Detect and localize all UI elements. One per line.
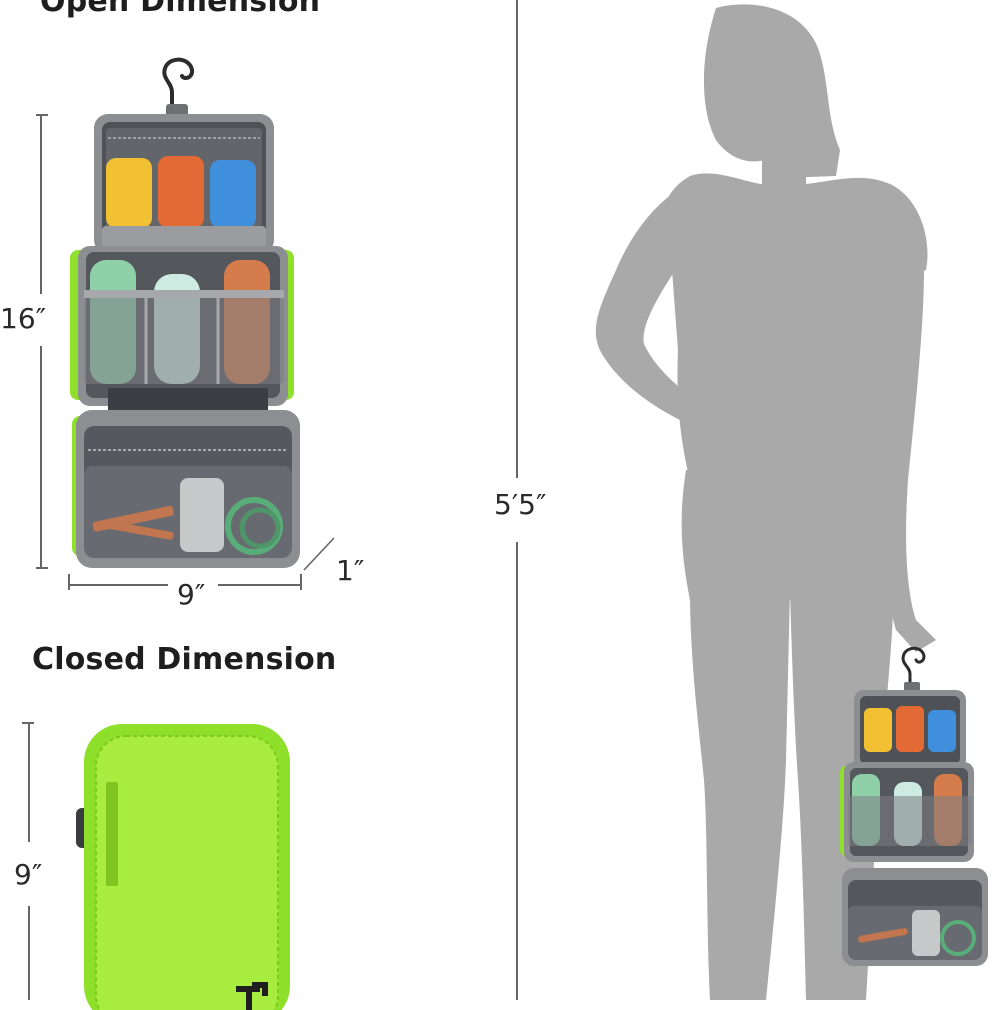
height-tick-bottom (36, 567, 48, 569)
width-tick-left (68, 574, 70, 590)
height-line-upper (40, 114, 42, 294)
open-bag-illustration (70, 57, 300, 568)
height-line-lower (40, 346, 42, 568)
hanging-bag-small (840, 646, 988, 966)
open-height-label: 16″ (0, 302, 47, 335)
deodorant (180, 478, 224, 552)
depth-line (303, 537, 335, 571)
brand-logo (236, 982, 268, 1010)
vertical-divider-upper (516, 0, 518, 478)
open-dimension-heading: Open Dimension (40, 0, 321, 19)
orange-bottle (158, 156, 204, 228)
width-line-right (218, 584, 300, 586)
closed-height-line-upper (28, 722, 30, 842)
blue-bottle (210, 160, 256, 228)
width-line-left (68, 584, 168, 586)
closed-height-line-lower (28, 906, 30, 1000)
yellow-bottle (106, 158, 152, 228)
height-tick-top (36, 114, 48, 116)
open-depth-label: 1″ (336, 554, 365, 587)
closed-height-label: 9″ (14, 858, 43, 891)
brand-tag (106, 782, 118, 886)
closed-dimension-heading: Closed Dimension (32, 642, 337, 677)
vertical-divider-lower (516, 542, 518, 1000)
closed-bag-illustration (76, 724, 290, 1010)
small-hook-icon (901, 646, 926, 688)
open-width-label: 9″ (177, 578, 206, 611)
width-tick-right (300, 574, 302, 590)
person-height-label: 5′5″ (494, 488, 547, 521)
hook-icon (162, 57, 195, 110)
